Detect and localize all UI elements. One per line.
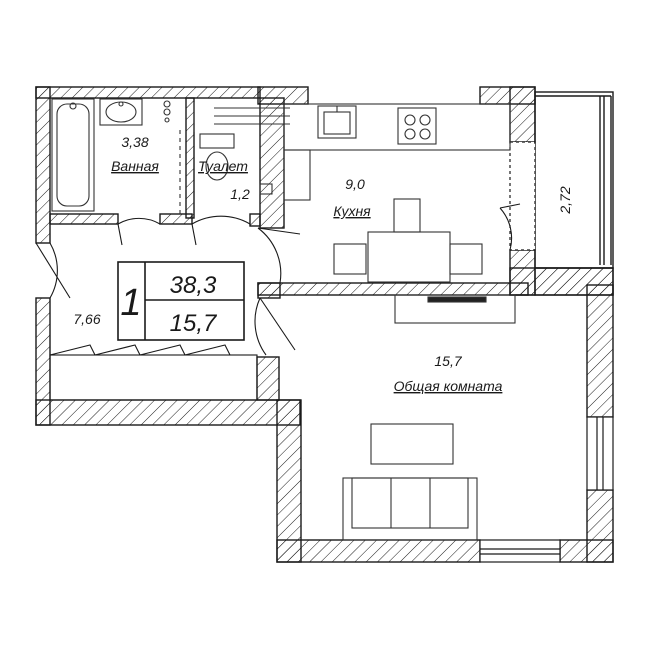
living-area: 15,7 [170,310,218,337]
kitchen-name: Кухня [333,203,371,219]
kitchen-unit [283,103,511,201]
doors [35,203,521,356]
living-room-name: Общая комната [394,378,503,394]
summary-box [117,261,245,341]
walls [35,86,614,563]
windows [479,141,614,563]
hall-area: 7,66 [73,311,100,327]
bathtub [51,98,95,212]
hall-wardrobe [49,344,258,401]
balcony-area: 2,72 [557,186,573,214]
rooms-count: 1 [120,282,141,324]
pipes [179,102,290,214]
toilet-name: Туалет [198,158,248,174]
sink [99,98,171,126]
living-room-area: 15,7 [434,353,462,369]
toilet-bowl [199,133,235,181]
bathroom-area: 3,38 [121,134,148,150]
total-area: 38,3 [170,272,217,299]
bathroom-name: Ванная [111,158,159,174]
living-furniture [342,294,516,541]
balcony [534,91,614,269]
toilet-area: 1,2 [230,186,250,202]
kitchen-area: 9,0 [345,176,365,192]
kitchen-table [333,198,483,283]
